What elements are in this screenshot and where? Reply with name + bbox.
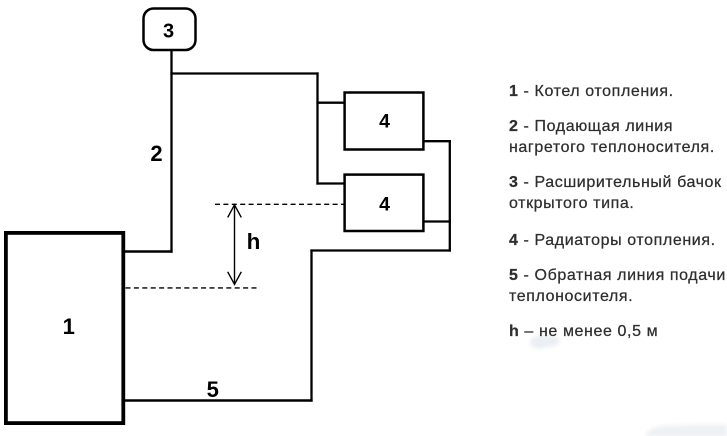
svg-text:5: 5	[207, 377, 219, 402]
svg-text:h: h	[247, 229, 261, 254]
svg-text:1: 1	[63, 314, 75, 339]
svg-text:3: 3	[163, 20, 174, 42]
svg-text:4: 4	[379, 111, 390, 133]
svg-text:2: 2	[150, 141, 162, 166]
svg-text:4: 4	[379, 194, 390, 216]
